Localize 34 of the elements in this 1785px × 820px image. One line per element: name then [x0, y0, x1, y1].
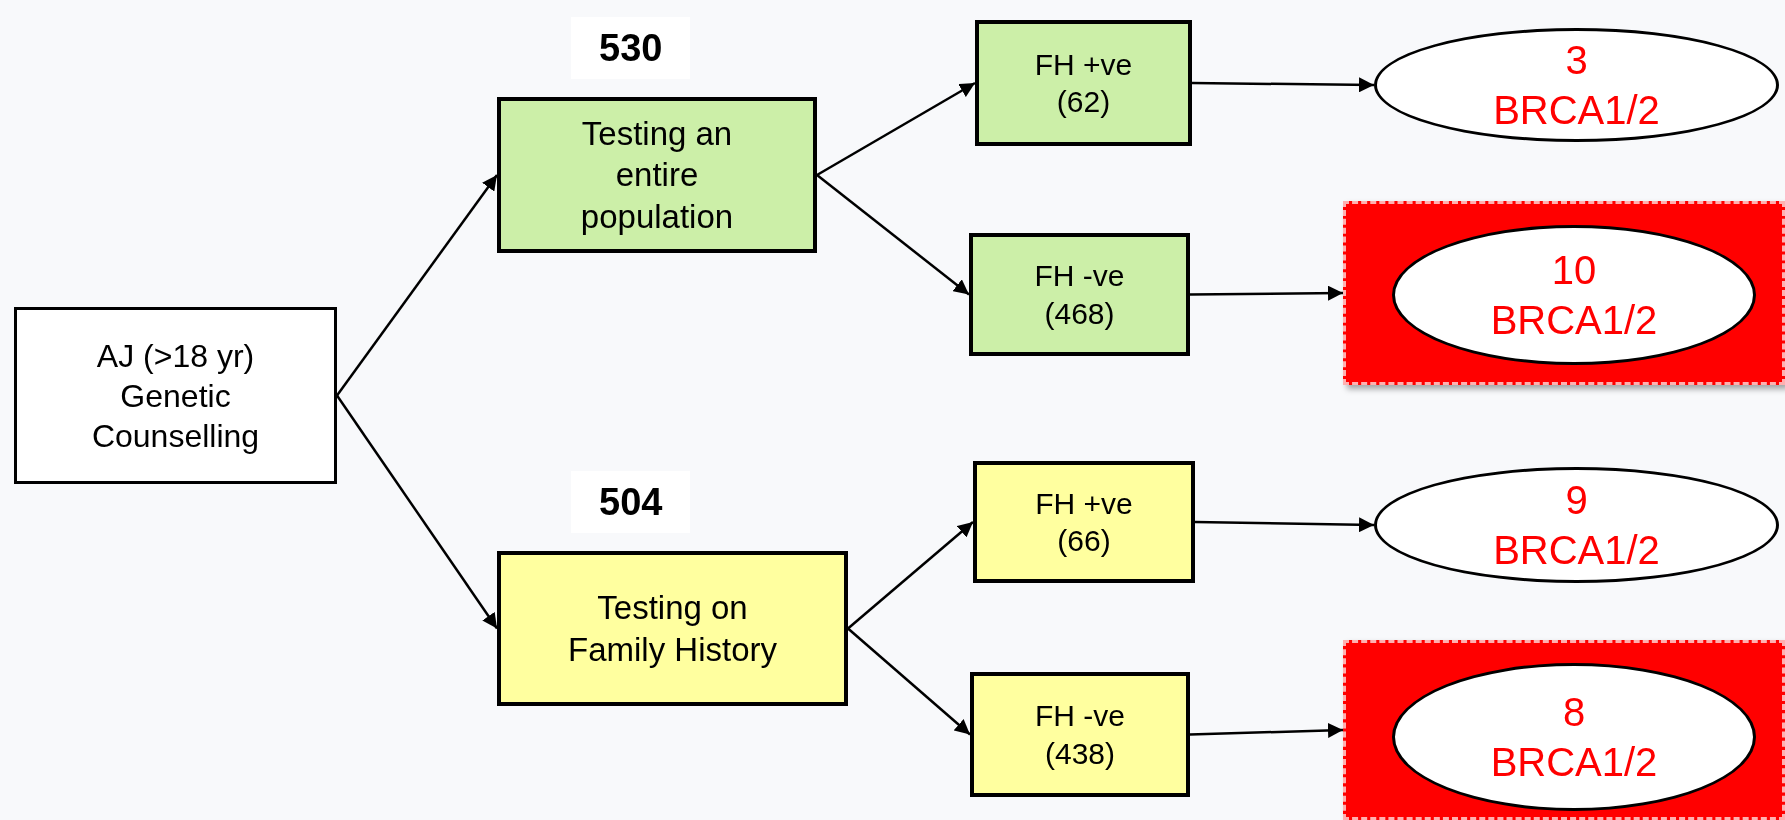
arrow [816, 174, 970, 296]
arrow [335, 394, 499, 630]
process-box [973, 461, 1195, 583]
node-text: FH +ve (66) [1034, 485, 1134, 559]
count-label: 504 [571, 471, 691, 533]
arrow [1192, 77, 1374, 93]
node-text: BRCA1/2 [1492, 527, 1661, 574]
node-text: BRCA1/2 [1492, 87, 1661, 134]
process-box [975, 20, 1192, 146]
node-text: 3 [1564, 37, 1589, 84]
process-box [14, 307, 337, 484]
node-text: FH -ve (468) [1033, 258, 1126, 332]
arrow [816, 81, 976, 177]
node-text: AJ (>18 yr) Genetic Counselling [90, 336, 261, 456]
node-text: BRCA1/2 [1489, 739, 1659, 786]
highlight-box [1343, 201, 1785, 385]
arrow [847, 521, 974, 630]
node-text: 10 [1550, 247, 1598, 294]
node-text: 8 [1561, 689, 1587, 736]
arrow [1190, 285, 1343, 301]
highlight-box [1343, 640, 1785, 820]
node-text: FH +ve (62) [1033, 46, 1134, 120]
process-box [969, 233, 1190, 356]
node-text: FH -ve (438) [1034, 698, 1126, 772]
node-text: 9 [1564, 477, 1589, 524]
node-text: Testing an entire population [579, 114, 735, 237]
count-label: 530 [571, 17, 691, 79]
node-text: Testing on Family History [567, 588, 778, 670]
arrow [847, 627, 971, 736]
arrow [1189, 722, 1344, 738]
node-text: BRCA1/2 [1489, 297, 1659, 344]
arrow [336, 174, 498, 397]
process-box [970, 672, 1190, 797]
arrow [1194, 517, 1375, 533]
